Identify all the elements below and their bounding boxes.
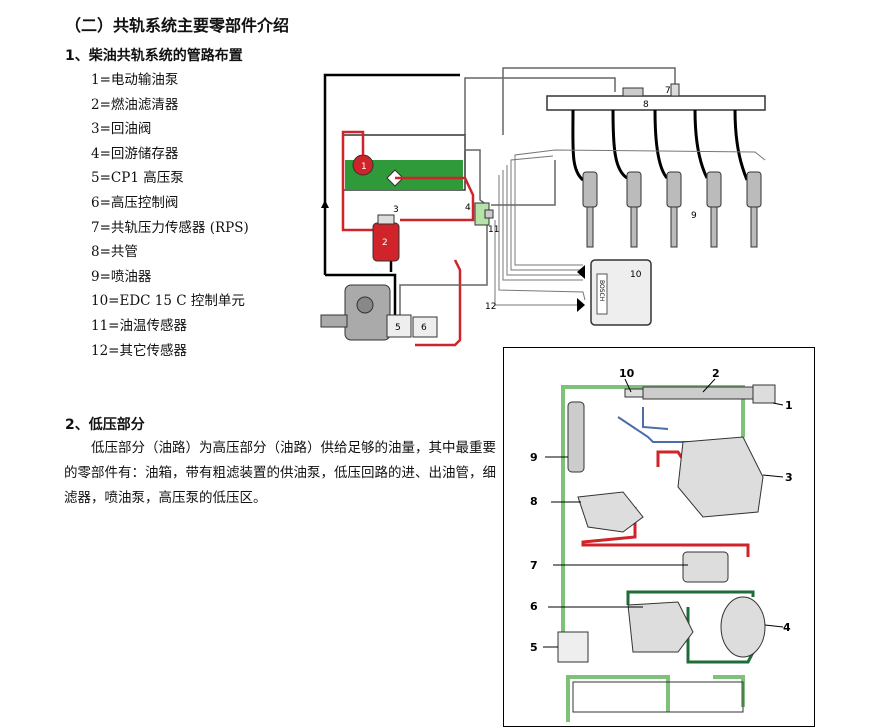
part-label-6: 6 <box>530 600 538 613</box>
diagram-label-9: 9 <box>691 211 697 221</box>
legend-item: 7=共轨压力传感器 (RPS) <box>91 219 249 236</box>
legend-item: 6=高压控制阀 <box>91 194 179 211</box>
part-label-10: 10 <box>619 367 635 380</box>
legend-item: 1=电动输油泵 <box>91 72 179 88</box>
diagram-label-5: 5 <box>395 323 401 333</box>
part-label-8: 8 <box>530 495 538 508</box>
part-label-1: 1 <box>785 399 793 412</box>
diagram-label-4: 4 <box>465 203 471 213</box>
diagram-label-11: 11 <box>488 225 499 235</box>
high-pressure-pump-shape <box>320 284 438 341</box>
common-rail-layout-diagram: 1 2 3 4 5 6 7 8 9 10 11 12 BOSCH <box>320 67 766 347</box>
injector-shape <box>567 401 585 473</box>
legend-item: 9=喷油器 <box>91 268 152 285</box>
part-label-7: 7 <box>530 559 538 572</box>
legend-item: 5=CP1 高压泵 <box>91 170 184 187</box>
legend-item: 2=燃油滤清器 <box>91 96 179 113</box>
diagram-label-3: 3 <box>393 205 399 215</box>
diagram-label-10: 10 <box>630 270 642 280</box>
part-label-5: 5 <box>530 641 538 654</box>
legend-item: 12=其它传感器 <box>91 342 187 359</box>
legend-item: 11=油温传感器 <box>91 317 187 334</box>
part-label-4: 4 <box>783 621 791 634</box>
common-rail-shape <box>546 95 766 111</box>
diagram-label-1: 1 <box>361 162 367 172</box>
diagram-label-6: 6 <box>421 323 427 333</box>
legend-item: 8=共管 <box>91 244 138 261</box>
part-label-2: 2 <box>712 367 720 380</box>
page-heading: （二）共轨系统主要零部件介绍 <box>65 16 290 35</box>
diagram-label-2: 2 <box>382 238 388 248</box>
section2-paragraph: 低压部分（油路）为高压部分（油路）供给足够的油量，其中最重要的零部件有：油箱，带… <box>64 440 496 506</box>
low-pressure-components-diagram: 1 2 3 4 5 6 7 8 9 10 <box>503 347 815 727</box>
legend-item: 4=回游储存器 <box>91 145 179 162</box>
diagram-label-12: 12 <box>485 302 496 312</box>
component-legend: 1=电动输油泵 2=燃油滤清器 3=回油阀 4=回游储存器 5=CP1 高压泵 … <box>91 68 249 363</box>
part-label-9: 9 <box>530 451 538 464</box>
legend-item: 3=回油阀 <box>91 121 152 138</box>
ecu-brand-label: BOSCH <box>598 280 605 301</box>
pump-shape <box>677 436 764 518</box>
rail-shape <box>642 386 754 400</box>
injectors-group <box>582 171 762 248</box>
section2-title: 2、低压部分 <box>65 417 145 433</box>
fuel-tank-shape <box>345 160 463 190</box>
section1-title: 1、柴油共轨系统的管路布置 <box>65 48 243 64</box>
diagram-label-7: 7 <box>665 86 671 96</box>
legend-item: 10=EDC 15 C 控制单元 <box>91 293 245 310</box>
part-label-3: 3 <box>785 471 793 484</box>
diagram-label-8: 8 <box>643 100 649 110</box>
